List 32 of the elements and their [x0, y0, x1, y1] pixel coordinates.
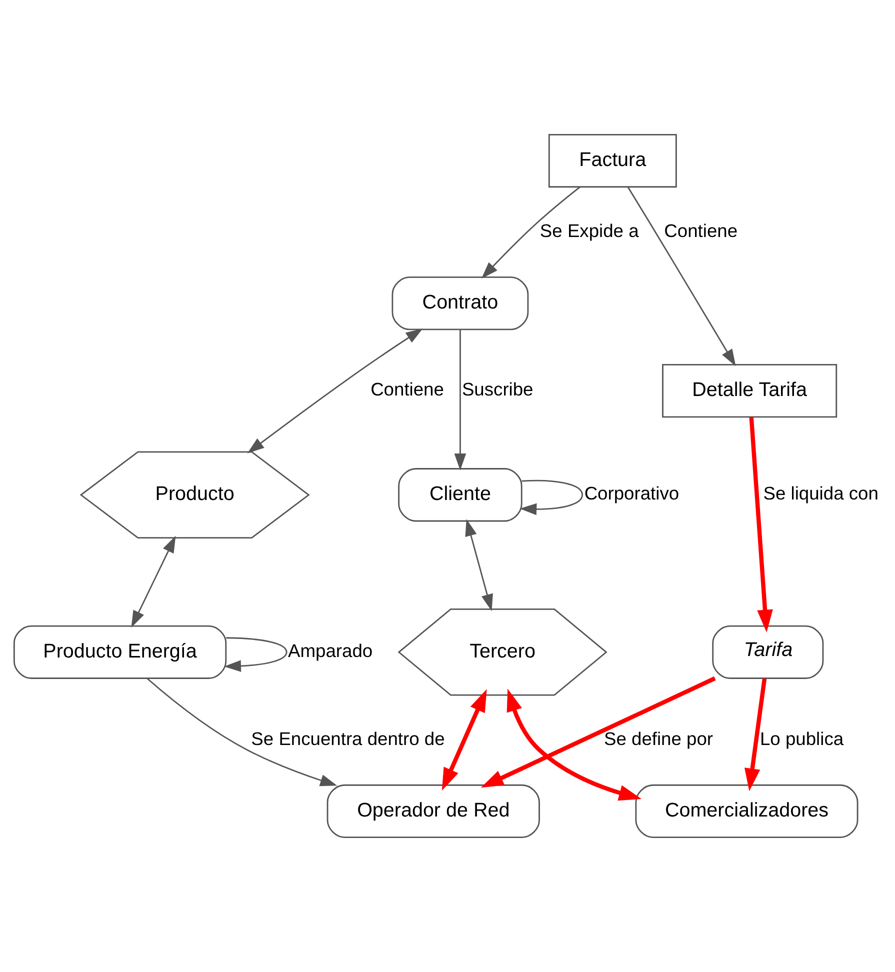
- edge-label: Contiene: [664, 220, 738, 241]
- arrow: [480, 676, 716, 788]
- node-box: Factura: [548, 134, 677, 188]
- edge-label: Corporativo: [584, 482, 680, 504]
- edge-label: Se Encuentra dentro de: [251, 728, 445, 749]
- arrow: [506, 688, 642, 801]
- node-box: Producto Energía: [13, 625, 227, 679]
- arrow: [442, 689, 487, 791]
- arrow: [224, 637, 288, 672]
- arrow: [744, 678, 767, 792]
- arrow: [749, 416, 773, 632]
- arrow: [146, 678, 338, 786]
- arrow: [131, 536, 176, 628]
- arrow: [247, 328, 423, 454]
- edge-label: Se define por: [604, 728, 714, 749]
- arrow: [481, 186, 580, 279]
- edge-label: Se Expide a: [540, 220, 639, 241]
- node-box: Cliente: [398, 468, 522, 522]
- edge-label: Suscribe: [462, 378, 534, 400]
- node-box: Detalle Tarifa: [662, 364, 838, 418]
- edge-label: Amparado: [288, 640, 373, 661]
- edge-label: Contiene: [370, 378, 444, 400]
- node-box: Tarifa: [712, 625, 824, 679]
- arrow: [520, 480, 583, 516]
- node-box: Contrato: [392, 276, 529, 330]
- node-box: Comercializadores: [635, 784, 858, 838]
- node-box: Operador de Red: [326, 784, 540, 838]
- arrow: [627, 186, 736, 366]
- edge-label: Lo publica: [760, 728, 844, 749]
- edge-label: Se liquida con: [763, 482, 878, 504]
- arrow: [454, 330, 466, 470]
- arrow: [465, 519, 493, 612]
